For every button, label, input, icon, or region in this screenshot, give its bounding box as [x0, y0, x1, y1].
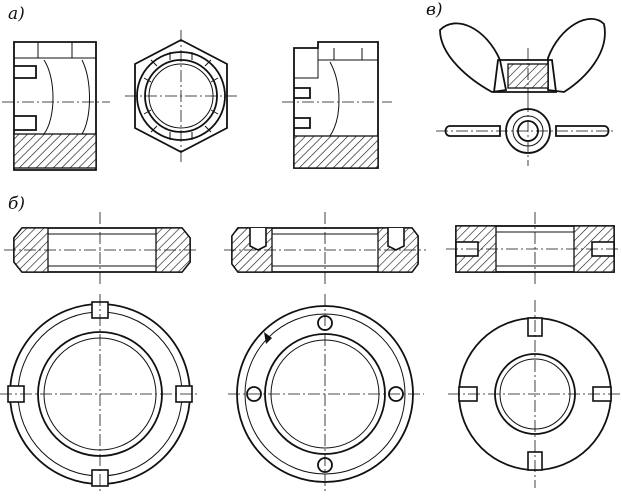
- round-nut-axial-holes-plan: [228, 294, 424, 493]
- round-nut-radial-holes-plan: [448, 300, 622, 488]
- figure-label-b: б): [8, 194, 26, 214]
- round-slotted-nut-plan: [0, 294, 200, 493]
- wing-nut-plan-view: [436, 100, 616, 166]
- castle-nut-top-view: [125, 30, 238, 164]
- round-nut-radial-holes-section: [446, 212, 620, 286]
- castle-nut-half-section: [282, 41, 392, 169]
- figure-label-v: в): [426, 0, 443, 20]
- castle-nut-side-view: [2, 41, 110, 171]
- figure-label-a: а): [8, 4, 25, 24]
- round-nut-axial-holes-section: [224, 212, 426, 286]
- wing-nut-front-view: [439, 18, 606, 100]
- round-slotted-nut-section: [4, 212, 198, 286]
